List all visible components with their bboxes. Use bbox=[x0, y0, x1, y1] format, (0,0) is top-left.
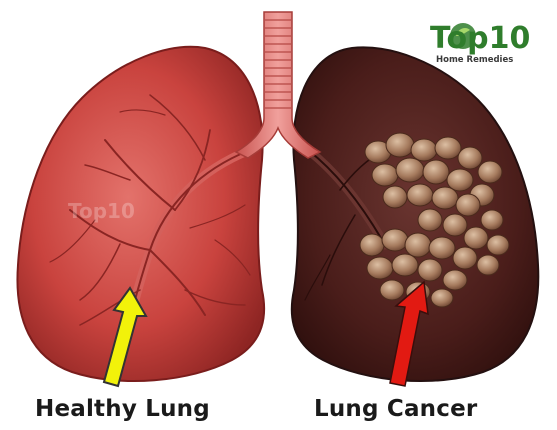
svg-text:Top10: Top10 bbox=[430, 21, 530, 56]
top10-logo: Top10 Home Remedies bbox=[430, 21, 530, 65]
healthy-lung-label: Healthy Lung bbox=[35, 396, 210, 422]
lung-cancer-label: Lung Cancer bbox=[314, 396, 477, 422]
center-watermark: Top10 bbox=[68, 199, 135, 223]
svg-text:Home Remedies: Home Remedies bbox=[436, 55, 513, 65]
